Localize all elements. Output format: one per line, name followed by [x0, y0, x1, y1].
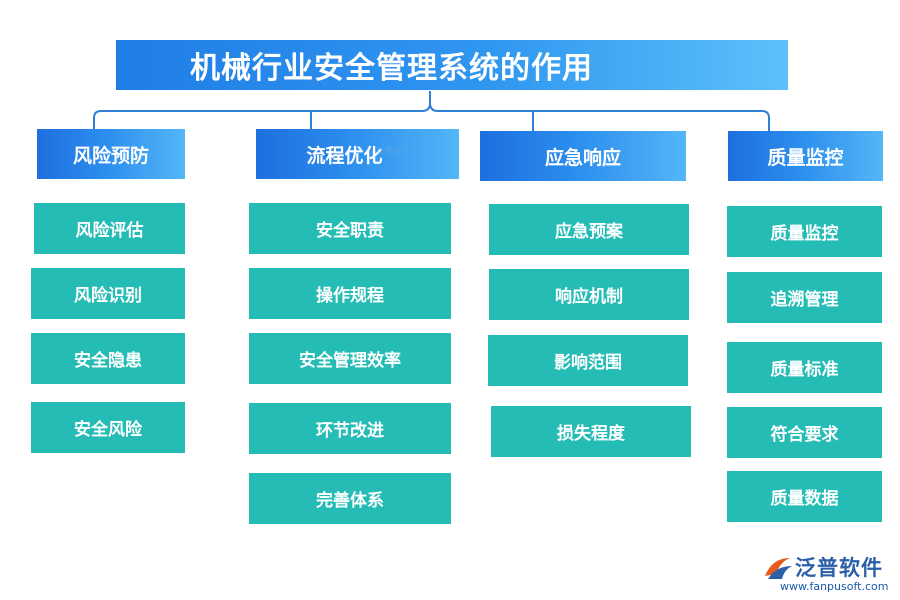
item-label: 安全管理效率 — [299, 351, 401, 371]
item-quality-monitoring: 质量监控 — [727, 206, 882, 257]
category-process-optimization: 流程优化 泛普软件 — [256, 129, 459, 179]
item-label: 质量标准 — [770, 360, 839, 380]
item-label: 完善体系 — [316, 491, 384, 511]
item-label: 质量数据 — [770, 489, 839, 509]
item-label: 安全风险 — [74, 420, 142, 440]
category-label: 风险预防 — [72, 144, 149, 167]
item-label: 追溯管理 — [770, 290, 839, 310]
item-label: 应急预案 — [555, 222, 623, 242]
item-improve-system: 完善体系 — [249, 473, 451, 524]
item-risk-assessment: 风险评估 — [34, 203, 185, 254]
watermark-text: 泛普软件 — [376, 145, 409, 155]
item-label: 损失程度 — [557, 424, 625, 444]
diagram-title-text: 机械行业安全管理系统的作用 — [190, 51, 593, 86]
logo-name: 泛普软件 — [795, 556, 883, 580]
item-label: 安全隐患 — [74, 351, 142, 371]
item-quality-data: 质量数据 — [727, 471, 882, 522]
item-impact-scope: 影响范围 — [488, 335, 688, 386]
item-label: 风险评估 — [75, 221, 144, 241]
item-label: 影响范围 — [554, 353, 622, 373]
item-safety-risk: 安全风险 — [31, 402, 185, 453]
category-label: 质量监控 — [767, 146, 844, 169]
category-emergency-response: 应急响应 — [480, 131, 686, 181]
category-quality-monitoring: 质量监控 — [728, 131, 883, 181]
item-operating-procedures: 操作规程 — [249, 268, 451, 319]
item-label: 符合要求 — [770, 425, 839, 445]
category-risk-prevention: 风险预防 — [37, 129, 185, 179]
item-safety-hazard: 安全隐患 — [31, 333, 185, 384]
item-label: 环节改进 — [316, 421, 384, 441]
item-response-mechanism: 响应机制 — [489, 269, 689, 320]
item-traceability-management: 追溯管理 — [727, 272, 882, 323]
item-risk-identification: 风险识别 — [31, 268, 185, 319]
diagram-title: 机械行业安全管理系统的作用 — [116, 40, 788, 90]
logo-url: www.fanpusoft.com — [780, 580, 889, 593]
category-label: 流程优化 — [306, 144, 383, 167]
item-loss-degree: 损失程度 — [491, 406, 691, 457]
fanpu-logo-icon — [765, 558, 792, 579]
item-emergency-plan: 应急预案 — [489, 204, 689, 255]
item-safety-duties: 安全职责 — [249, 203, 451, 254]
item-label: 响应机制 — [555, 287, 623, 307]
item-label: 质量监控 — [770, 224, 839, 244]
item-quality-standards: 质量标准 — [727, 342, 882, 393]
item-meet-requirements: 符合要求 — [727, 407, 882, 458]
item-label: 风险识别 — [74, 286, 142, 306]
item-label: 操作规程 — [316, 286, 384, 306]
item-process-improvement: 环节改进 — [249, 403, 451, 454]
item-label: 安全职责 — [316, 221, 384, 241]
category-label: 应急响应 — [544, 146, 621, 169]
brand-logo: 泛普软件 www.fanpusoft.com — [762, 552, 892, 596]
item-safety-management-efficiency: 安全管理效率 — [249, 333, 451, 384]
